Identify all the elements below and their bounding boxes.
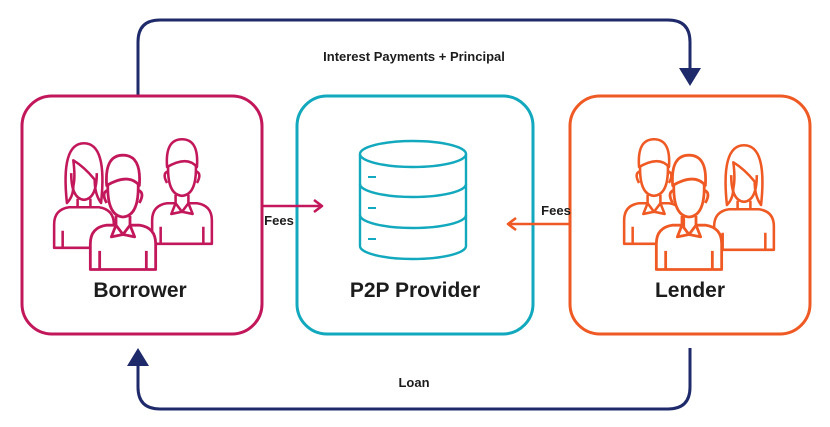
borrower-fees-arrowhead [313,198,324,214]
borrower-fees-label: Fees [264,213,294,228]
top-flow-arrow-line [136,18,692,95]
lender-node: Lender [568,94,812,336]
lender-fees-label: Fees [541,203,571,218]
bottom-flow-arrow-line [136,348,692,411]
lender-fees-arrowhead [506,216,517,232]
borrower-label: Borrower [93,279,186,302]
lender-label: Lender [655,279,725,302]
bottom-flow-label: Loan [398,375,429,390]
top-flow-arrowhead [679,68,701,86]
top-flow-label: Interest Payments + Principal [323,49,505,64]
database-icon [358,139,468,261]
bottom-flow-arrowhead [127,348,149,366]
provider-node: P2P Provider [295,94,535,336]
provider-label: P2P Provider [350,279,480,302]
borrower-node: Borrower [20,94,264,336]
